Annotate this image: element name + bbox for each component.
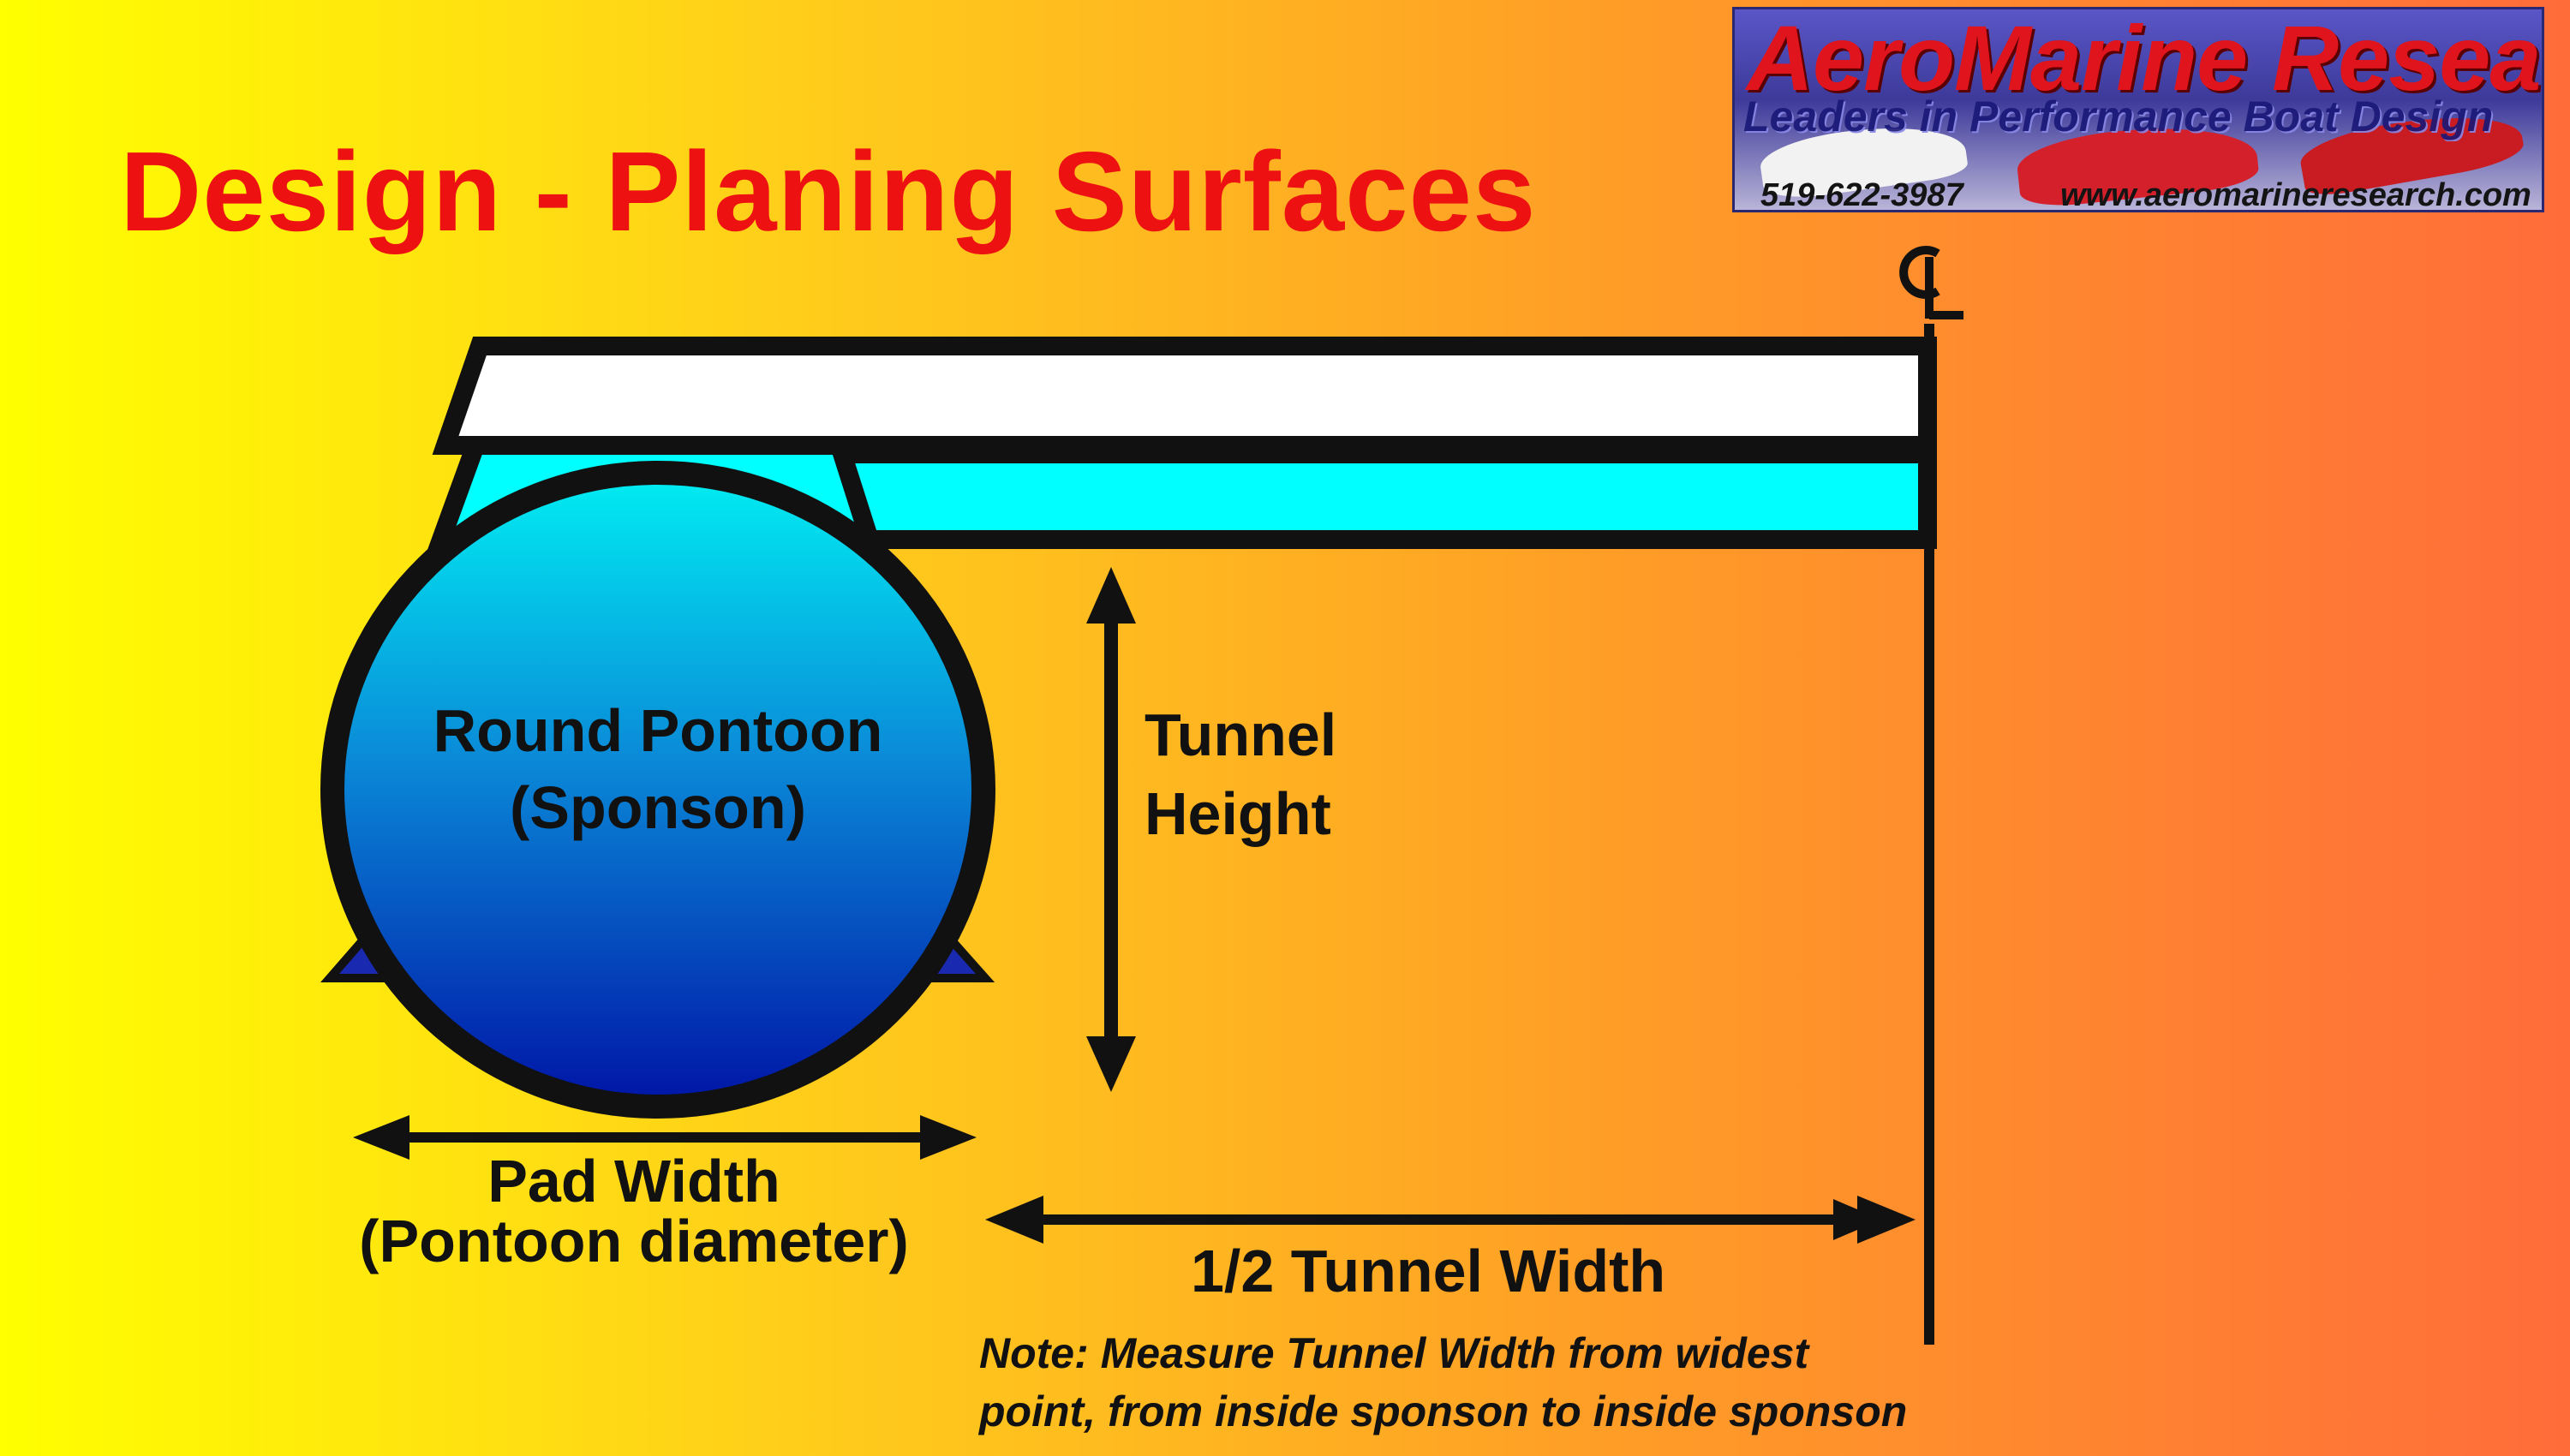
round-pontoon (320, 461, 995, 1119)
pontoon-label-line2: (Sponson) (509, 774, 807, 841)
logo-url: www.aeromarineresearch.com (2060, 177, 2531, 212)
note-text: Note: Measure Tunnel Width from widest p… (979, 1324, 1907, 1441)
pad-width-label: Pad Width (Pontoon diameter) (291, 1151, 977, 1271)
tunnel-roof (822, 445, 1937, 549)
pad-width-arrow (353, 1115, 977, 1160)
note-line1: Note: Measure Tunnel Width from widest (979, 1329, 1809, 1377)
half-tunnel-width-arrow (985, 1196, 1916, 1244)
note-line2: point, from inside sponson to inside spo… (979, 1387, 1908, 1435)
pad-width-label-line1: Pad Width (487, 1148, 780, 1214)
deck-slab (432, 337, 1937, 455)
half-tunnel-width-label: 1/2 Tunnel Width (1191, 1238, 1666, 1304)
page-title: Design - Planing Surfaces (120, 128, 1537, 254)
tunnel-height-label: Tunnel Height (1145, 695, 1336, 853)
logo-phone: 519-622-3987 (1760, 177, 1963, 212)
pad-width-label-line2: (Pontoon diameter) (359, 1208, 909, 1274)
pontoon-label: Round Pontoon (Sponson) (401, 692, 915, 846)
centerline-symbol (1899, 246, 1963, 319)
logo-tagline: Leaders in Performance Boat Design (1743, 92, 2494, 140)
brand-logo: AeroMarine Research Leaders in Performan… (1732, 7, 2544, 212)
logo-company-name: AeroMarine Research (1747, 7, 2542, 110)
tunnel-height-label-line2: Height (1145, 780, 1331, 847)
tunnel-height-arrow (1086, 567, 1136, 1092)
pontoon-label-line1: Round Pontoon (433, 697, 883, 764)
tunnel-height-label-line1: Tunnel (1145, 701, 1337, 768)
